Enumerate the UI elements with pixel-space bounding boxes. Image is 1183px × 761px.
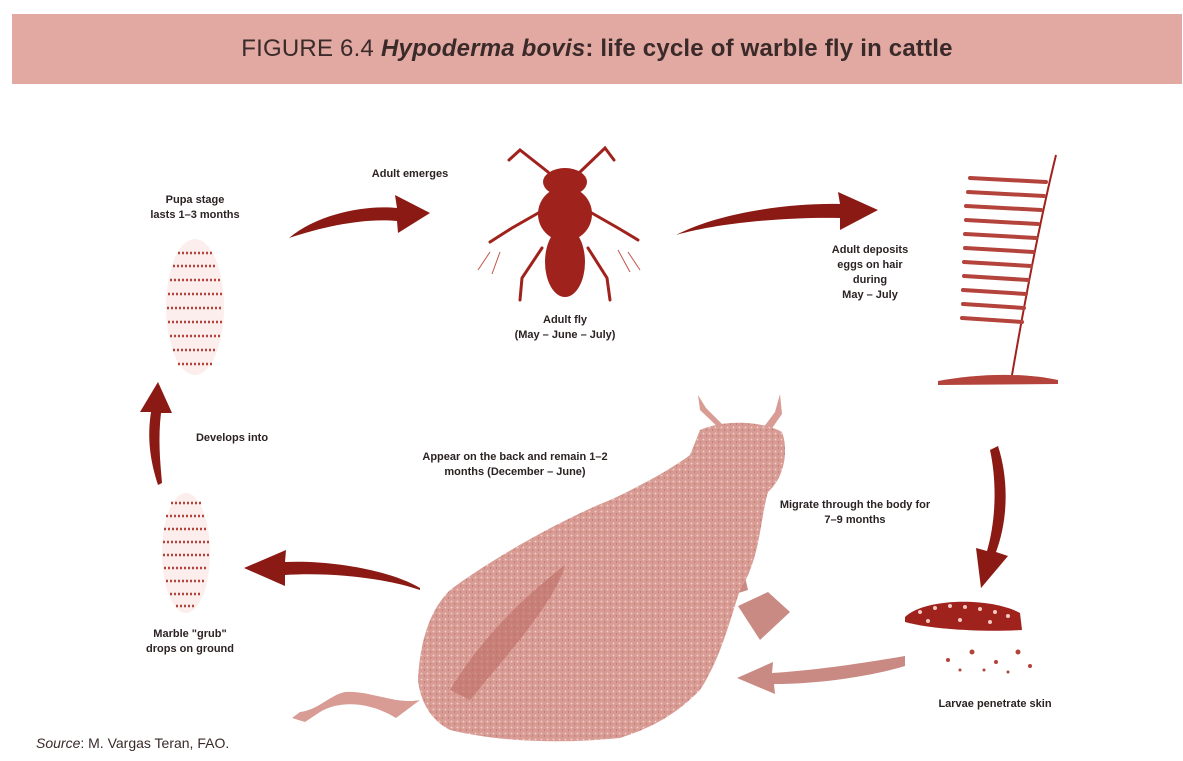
deposits-line-3: during [805,273,935,288]
source-key: Source [36,735,80,751]
label-pupa-stage: Pupa stage lasts 1–3 months [125,193,265,223]
adult-fly-illustration [478,148,640,300]
pupa-illustration [166,239,224,375]
pupa-stage-line-1: Pupa stage [125,193,265,208]
grub-line-1: Marble "grub" [120,627,260,642]
label-migrate: Migrate through the body for 7–9 months [745,498,965,528]
arrow-cow-to-grub [244,550,420,590]
deposits-line-4: May – July [805,288,935,303]
migrate-line-2: 7–9 months [745,513,965,528]
arrow-pupa-to-adult [289,195,430,238]
cow-illustration [292,394,790,741]
larvae-in-skin-illustration [905,602,1032,674]
adult-fly-line-1: Adult fly [490,313,640,328]
eggs-on-hair-illustration [938,155,1058,385]
label-adult-fly: Adult fly (May – June – July) [490,313,640,343]
label-develops-into: Develops into [172,431,292,446]
deposits-line-1: Adult deposits [805,243,935,258]
label-adult-deposits: Adult deposits eggs on hair during May –… [805,243,935,303]
arrow-eggs-to-larvae [976,446,1008,588]
arrow-larvae-to-cow [737,656,905,694]
adult-fly-line-2: (May – June – July) [490,328,640,343]
appear-line-1: Appear on the back and remain 1–2 [395,450,635,465]
arrow-grub-to-pupa [140,382,172,485]
label-adult-emerges: Adult emerges [340,167,480,182]
pupa-stage-line-2: lasts 1–3 months [125,208,265,223]
larvae-text: Larvae penetrate skin [938,698,1051,710]
adult-emerges-text: Adult emerges [372,168,448,180]
develops-into-text: Develops into [196,432,268,444]
label-larvae-penetrate: Larvae penetrate skin [915,697,1075,712]
grub-illustration [162,493,210,613]
arrow-adult-to-eggs [676,192,878,235]
grub-line-2: drops on ground [120,642,260,657]
migrate-line-1: Migrate through the body for [745,498,965,513]
label-marble-grub: Marble "grub" drops on ground [120,627,260,657]
source-value: : M. Vargas Teran, FAO. [80,735,229,751]
label-appear-on-back: Appear on the back and remain 1–2 months… [395,450,635,480]
appear-line-2: months (December – June) [395,465,635,480]
source-credit: Source: M. Vargas Teran, FAO. [36,735,229,751]
deposits-line-2: eggs on hair [805,258,935,273]
